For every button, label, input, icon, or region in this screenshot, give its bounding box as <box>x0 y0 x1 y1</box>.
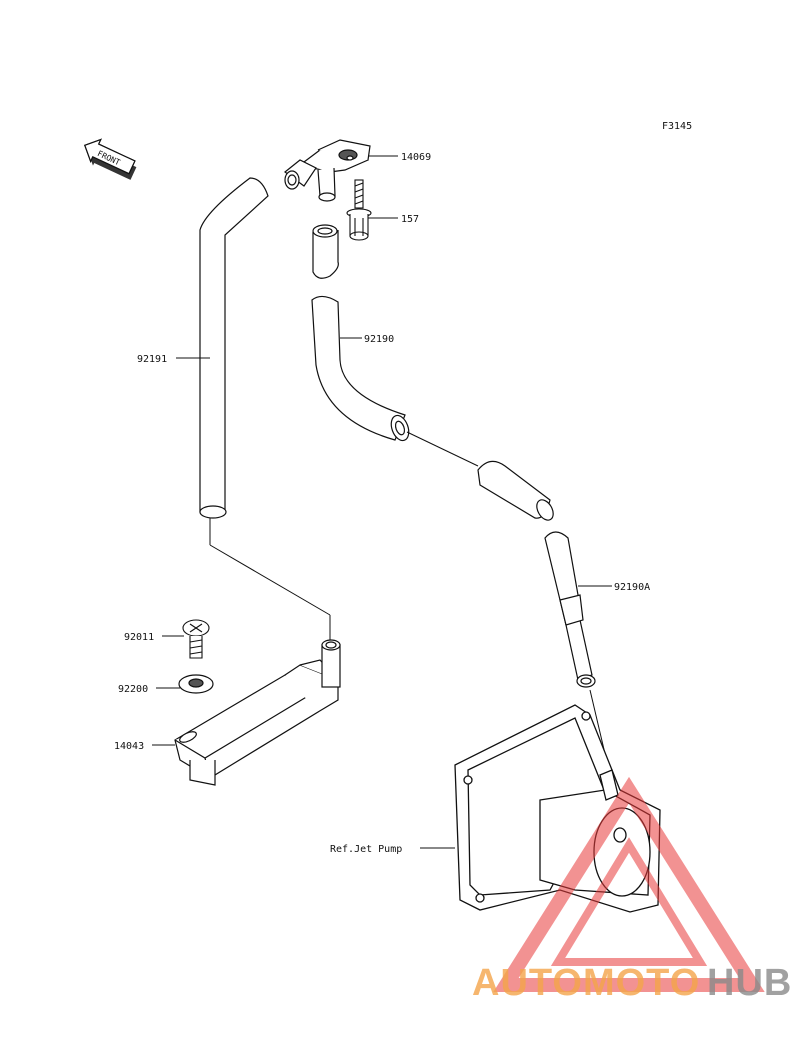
label-92191: 92191 <box>137 354 167 365</box>
watermark-part1: AUTOMOTO <box>472 962 700 1004</box>
part-14043-bracket <box>174 639 341 786</box>
label-92011: 92011 <box>124 632 154 643</box>
watermark-logo-icon <box>493 776 765 992</box>
hose-upper-short <box>312 224 339 279</box>
label-14043: 14043 <box>114 741 144 752</box>
label-157: 157 <box>401 214 419 225</box>
figure-code: F3145 <box>662 121 692 132</box>
jet-pump <box>454 704 661 913</box>
part-14069-fitting <box>284 139 371 202</box>
hose-middle-right <box>477 460 554 521</box>
label-92190A: 92190A <box>614 582 650 593</box>
label-92190: 92190 <box>364 334 394 345</box>
watermark-part2: HUB <box>707 962 792 1004</box>
watermark-text: AUTOMOTO HUB <box>472 962 792 1004</box>
front-arrow-icon: FRONT <box>84 138 137 180</box>
part-92011-screw <box>182 619 210 659</box>
label-ref-jet-pump: Ref.Jet Pump <box>330 844 402 855</box>
part-92191-hose <box>199 177 269 519</box>
part-92190A-hose <box>544 531 596 688</box>
label-92200: 92200 <box>118 684 148 695</box>
leader-lines <box>152 155 612 849</box>
part-92190-hose <box>311 295 410 442</box>
part-92200-washer <box>178 674 214 694</box>
label-14069: 14069 <box>401 152 431 163</box>
part-157-bolt <box>346 179 372 241</box>
